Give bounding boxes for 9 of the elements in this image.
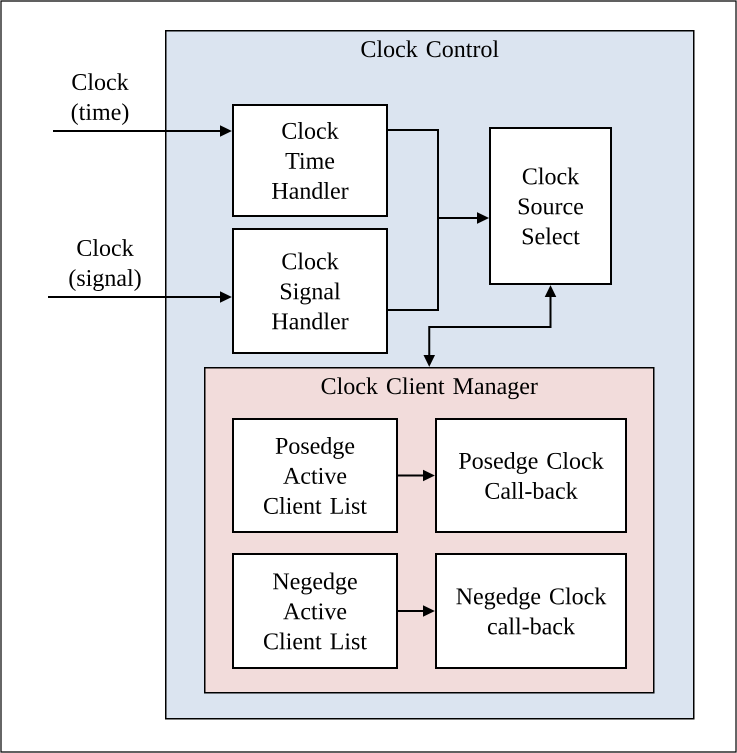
process-box: Clock Signal Handler — [232, 228, 388, 354]
process-box: Clock Source Select — [489, 127, 612, 285]
input-label: Clock (signal) — [69, 239, 141, 291]
process-box: Posedge Clock Call-back — [435, 418, 627, 533]
input-label: Clock (time) — [72, 73, 129, 125]
process-box: Negedge Clock call-back — [435, 553, 627, 669]
process-box: Negedge Active Client List — [232, 553, 398, 669]
process-box: Clock Time Handler — [232, 104, 388, 217]
process-box: Posedge Active Client List — [232, 418, 398, 533]
